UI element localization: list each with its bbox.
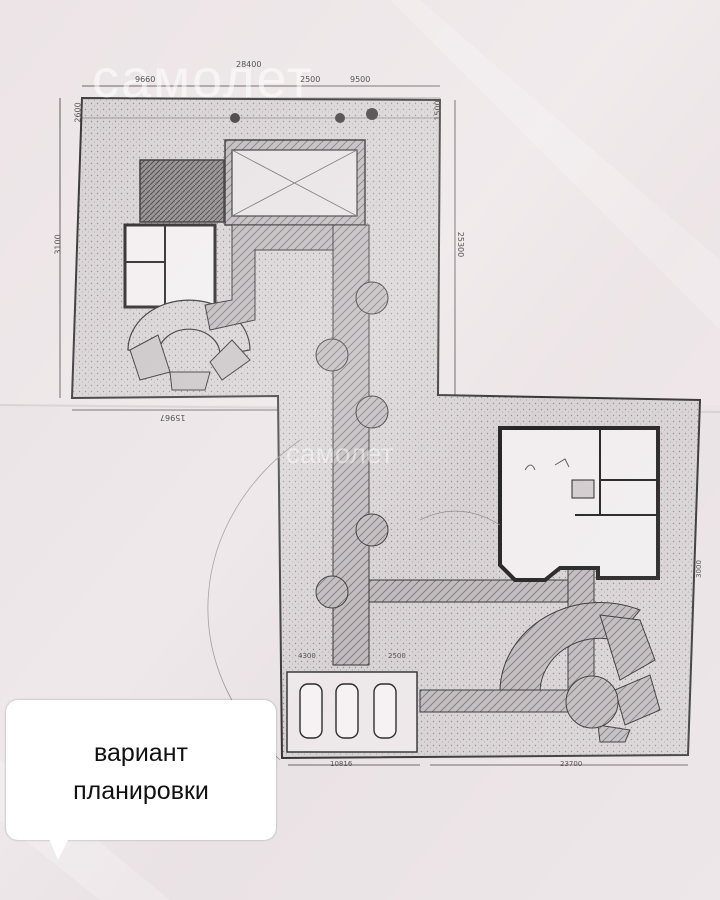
watermark-top: самолет: [92, 49, 314, 109]
dim-top-c: 9500: [350, 75, 371, 84]
caption-bubble: вариант планировки: [6, 700, 276, 840]
caption-bubble-tail: [48, 836, 70, 860]
watermark-middle: самолет: [286, 438, 394, 469]
caption-line-1: вариант: [94, 739, 188, 767]
dim-bottom-left: 10816: [330, 760, 353, 768]
caption-text: вариант планировки: [16, 734, 266, 810]
dim-left-corner: 2600: [73, 102, 83, 123]
dim-top-total: 28400: [236, 60, 262, 69]
dim-top-b: 2500: [300, 75, 321, 84]
caption-line-2: планировки: [73, 777, 209, 805]
dim-right-corner: 1500: [433, 100, 443, 121]
dim-right-height: 25300: [456, 231, 466, 258]
dim-bottom-right: 23700: [560, 760, 583, 768]
dim-parking-a: 4300: [298, 652, 316, 660]
dim-mid-bottom: 15967: [160, 413, 186, 422]
dim-left-height: 3100: [53, 234, 63, 255]
dim-parking-b: 2500: [388, 652, 406, 660]
dim-top-a: 9660: [135, 75, 156, 84]
dim-right-side: 3000: [694, 560, 703, 578]
